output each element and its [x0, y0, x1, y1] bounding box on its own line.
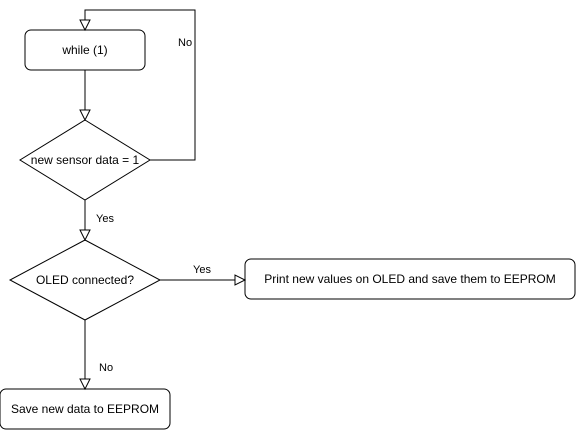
oled-yes-label: Yes [193, 264, 211, 276]
print-save-box [244, 258, 576, 300]
oled-decision-label: OLED connected? [36, 273, 134, 287]
sensor-decision-label: new sensor data = 1 [31, 153, 140, 167]
print-save-label: Print new values on OLED and save them t… [264, 272, 555, 286]
sensor-no-label: No [178, 37, 192, 49]
arrowhead-oled [79, 229, 91, 242]
arrowhead-sensor [79, 109, 91, 122]
arrowhead-print-save [234, 274, 247, 286]
oled-no-label: No [99, 362, 113, 374]
sensor-yes-label: Yes [96, 213, 114, 225]
arrowhead-loop [79, 19, 91, 32]
arrowhead-save-eeprom [79, 378, 91, 391]
loop-label: while (1) [61, 43, 107, 57]
edge-sensor-no-loopback [84, 9, 196, 161]
save-eeprom-label: Save new data to EEPROM [11, 402, 159, 416]
